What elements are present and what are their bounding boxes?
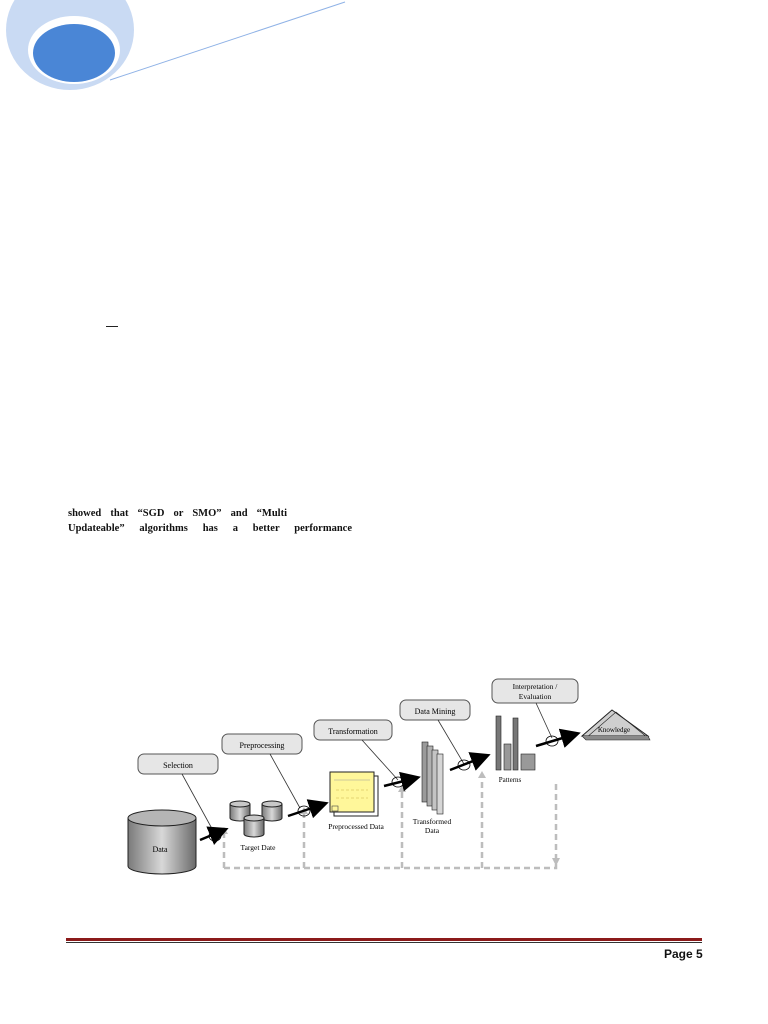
stage-data-mining-label: Data Mining	[399, 699, 471, 721]
patterns-bars-icon: Patterns	[495, 715, 536, 784]
svg-text:Selection: Selection	[163, 761, 193, 770]
svg-text:Target Date: Target Date	[241, 843, 277, 852]
svg-text:Evaluation: Evaluation	[519, 692, 552, 701]
arrow-3	[383, 771, 421, 792]
kdd-process-figure: Selection Preprocessing Transformation D…	[127, 678, 651, 875]
knowledge-prism-icon: Knowledge	[580, 709, 651, 741]
data-cylinder-icon: Data	[127, 809, 197, 875]
transformed-data-stack-icon: Transformed Data	[413, 741, 452, 835]
svg-text:Data: Data	[152, 845, 168, 854]
footer-rule	[66, 938, 702, 943]
stage-transformation-label: Transformation	[313, 719, 393, 741]
svg-text:Preprocessing: Preprocessing	[240, 741, 285, 750]
stray-dash	[106, 326, 118, 327]
preprocessed-data-sheet-icon: Preprocessed Data	[328, 771, 384, 831]
svg-text:Knowledge: Knowledge	[598, 726, 630, 734]
page-number: Page 5	[664, 947, 703, 961]
arrow-2	[287, 799, 329, 819]
stage-selection-label: Selection	[137, 753, 219, 775]
stage-interpretation-label: Interpretation / Evaluation	[491, 678, 579, 704]
stage-preprocessing-label: Preprocessing	[221, 733, 303, 755]
arrow-4	[449, 752, 491, 772]
svg-text:Data Mining: Data Mining	[415, 707, 456, 716]
header-corner-decoration	[6, 0, 346, 90]
arrow-5	[535, 728, 581, 748]
svg-text:Transformation: Transformation	[328, 727, 377, 736]
paragraph-line-2: Updateable” algorithms has a better perf…	[68, 523, 352, 534]
paragraph-line-1: showed that “SGD or SMO” and “Multi	[68, 508, 287, 519]
target-data-cylinders-icon: Target Date	[229, 800, 283, 852]
svg-text:Interpretation /: Interpretation /	[513, 682, 559, 691]
svg-text:Data: Data	[425, 826, 440, 835]
arrow-1	[199, 826, 229, 845]
feedback-loop	[222, 776, 558, 870]
svg-text:Transformed: Transformed	[413, 817, 452, 826]
svg-text:Preprocessed Data: Preprocessed Data	[328, 822, 384, 831]
svg-text:Patterns: Patterns	[499, 776, 522, 784]
